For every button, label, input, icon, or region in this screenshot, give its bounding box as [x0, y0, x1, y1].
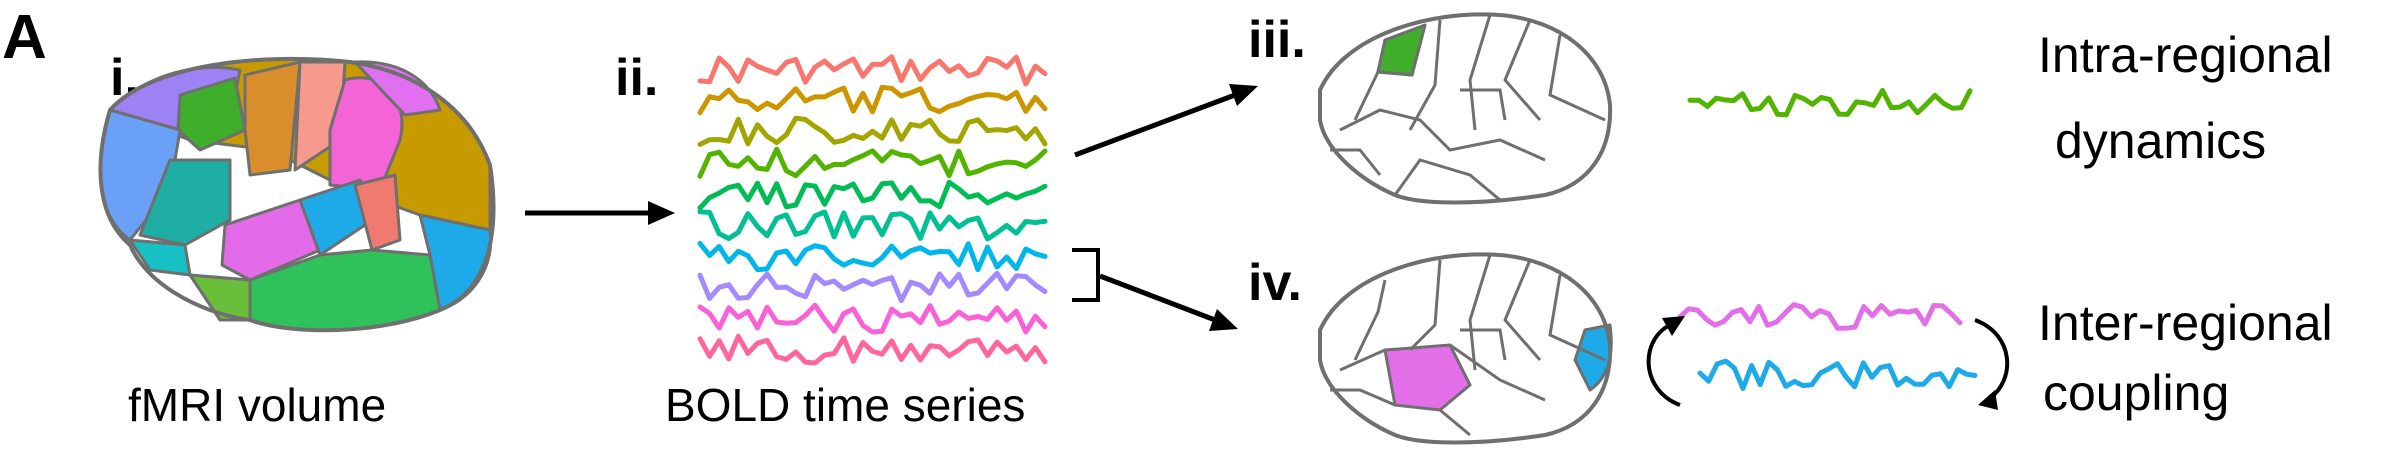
step-ii-label: ii.: [615, 49, 658, 107]
bold-series-1: [697, 54, 1048, 87]
step-i-caption: fMRI volume: [128, 379, 386, 431]
bold-series-9: [697, 302, 1048, 335]
bracket-icon: [1072, 248, 1100, 302]
parcellated-brain-icon: [98, 56, 496, 333]
step-iv-side-line2: coupling: [2043, 365, 2229, 421]
bold-time-series: [697, 54, 1048, 366]
bold-series-2: [697, 84, 1048, 116]
brain-regions-icon: [1318, 252, 1613, 445]
arrow-to-intra-icon: [1074, 84, 1258, 158]
step-iv-side-line1: Inter-regional: [2038, 295, 2333, 351]
bold-series-4: [697, 146, 1048, 179]
bold-series-3: [697, 115, 1048, 147]
step-iii-label: iii.: [1248, 11, 1306, 69]
curved-arrow-icon: [1646, 316, 2010, 410]
coupling-trace-bottom: [1697, 358, 1978, 391]
brain-outline-icon: [1318, 12, 1613, 205]
step-ii-caption: BOLD time series: [665, 379, 1025, 431]
panel-letter: A: [2, 3, 47, 72]
bold-series-10: [697, 333, 1048, 366]
right-arrow-icon: [525, 201, 675, 225]
bold-series-6: [697, 209, 1048, 242]
step-iii-side-line1: Intra-regional: [2038, 27, 2333, 83]
bold-series-7: [697, 240, 1048, 273]
step-iii-side-line2: dynamics: [2055, 113, 2266, 169]
step-iv-label: iv.: [1248, 254, 1302, 312]
coupling-traces: [1677, 302, 1978, 391]
intra-regional-trace: [1687, 87, 1973, 118]
arrow-to-inter-icon: [1099, 273, 1238, 331]
bold-series-5: [697, 179, 1048, 211]
intra-trace-line: [1687, 87, 1973, 118]
bold-series-8: [697, 270, 1048, 304]
coupling-trace-top: [1677, 302, 1963, 331]
